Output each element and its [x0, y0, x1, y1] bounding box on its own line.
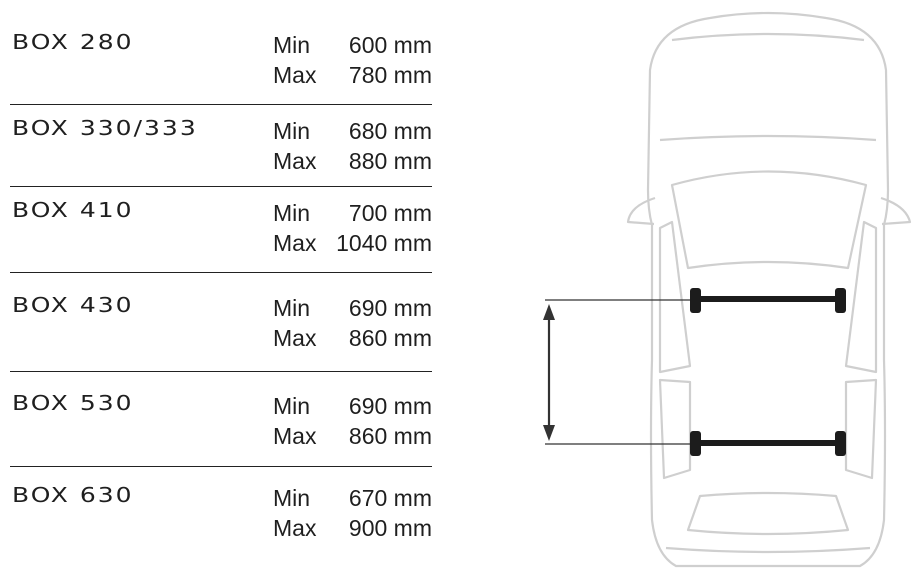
arrow-up-icon	[543, 304, 555, 320]
max-value: 1040 mm	[336, 230, 432, 256]
box-model-name: BOX 280	[12, 30, 134, 54]
min-label: Min	[273, 485, 311, 511]
spec-table: BOX 280 Min 600 mm Max 780 mm BOX 330/33…	[0, 0, 440, 577]
min-value: 680 mm	[348, 118, 432, 144]
max-value: 900 mm	[348, 515, 432, 541]
min-label: Min	[273, 295, 311, 321]
min-label: Min	[273, 32, 311, 58]
box-model-name: BOX 430	[12, 293, 134, 317]
row-divider	[10, 371, 432, 372]
min-value: 670 mm	[348, 485, 432, 511]
min-value: 690 mm	[348, 393, 432, 419]
max-label: Max	[273, 515, 317, 541]
arrow-down-icon	[543, 425, 555, 441]
min-label: Min	[273, 200, 311, 226]
car-roof-diagram	[543, 11, 912, 568]
max-label: Max	[273, 423, 317, 449]
min-value: 700 mm	[348, 200, 432, 226]
box-model-name: BOX 630	[12, 483, 134, 507]
max-label: Max	[273, 148, 317, 174]
max-value: 780 mm	[348, 62, 432, 88]
box-model-name: BOX 410	[12, 198, 134, 222]
min-value: 690 mm	[348, 295, 432, 321]
dimension-marker	[543, 299, 696, 445]
row-divider	[10, 104, 432, 105]
box-model-name: BOX 330/333	[12, 116, 198, 140]
car-outline	[626, 11, 912, 568]
max-value: 880 mm	[348, 148, 432, 174]
max-value: 860 mm	[348, 423, 432, 449]
max-label: Max	[273, 325, 317, 351]
rear-crossbar	[690, 431, 846, 456]
min-value: 600 mm	[348, 32, 432, 58]
row-divider	[10, 466, 432, 467]
max-value: 860 mm	[348, 325, 432, 351]
min-label: Min	[273, 393, 311, 419]
row-divider	[10, 272, 432, 273]
row-divider	[10, 186, 432, 187]
min-label: Min	[273, 118, 311, 144]
front-crossbar	[690, 288, 846, 313]
max-label: Max	[273, 62, 317, 88]
box-model-name: BOX 530	[12, 391, 134, 415]
max-label: Max	[273, 230, 317, 256]
